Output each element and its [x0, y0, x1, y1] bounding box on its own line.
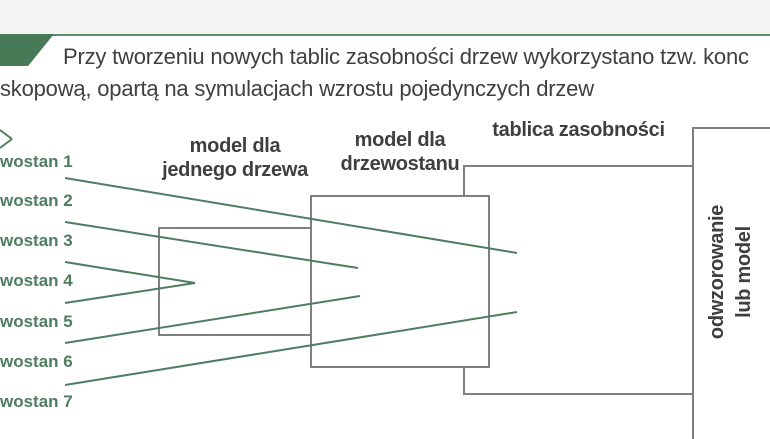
connection-line — [64, 177, 518, 254]
single-tree-model-label-line1: model dla — [189, 135, 281, 157]
stand-model-label-line1: model dla — [354, 129, 446, 151]
connection-line — [64, 295, 361, 344]
header-band — [0, 0, 770, 34]
connection-line — [0, 129, 13, 140]
connection-line — [64, 282, 196, 304]
intro-text-line2: skopową, opartą na symulacjach wzrostu p… — [0, 76, 594, 101]
stand-label-1: wostan 1 — [0, 152, 73, 171]
stand-label-2: wostan 2 — [0, 191, 73, 210]
stand-label-7: wostan 7 — [0, 392, 73, 411]
intro-text-line1: Przy tworzeniu nowych tablic zasobności … — [63, 44, 749, 69]
stand-label-3: wostan 3 — [0, 231, 73, 250]
stand-label-6: wostan 6 — [0, 352, 73, 371]
stand-label-5: wostan 5 — [0, 312, 73, 331]
connection-line — [64, 261, 196, 284]
mapping-model-box — [692, 127, 770, 439]
volume-table-label: tablica zasobności — [492, 119, 665, 141]
connection-line — [64, 311, 518, 386]
single-tree-model-label: model dla jednego drzewa — [152, 134, 318, 182]
connection-line — [64, 221, 359, 269]
header-rule — [0, 34, 770, 36]
connection-line — [0, 138, 13, 149]
single-tree-model-label-line2: jednego drzewa — [162, 159, 308, 181]
stand-model-label: model dla drzewostanu — [310, 128, 490, 176]
stand-model-label-line2: drzewostanu — [340, 153, 460, 175]
stand-label-4: wostan 4 — [0, 271, 73, 290]
